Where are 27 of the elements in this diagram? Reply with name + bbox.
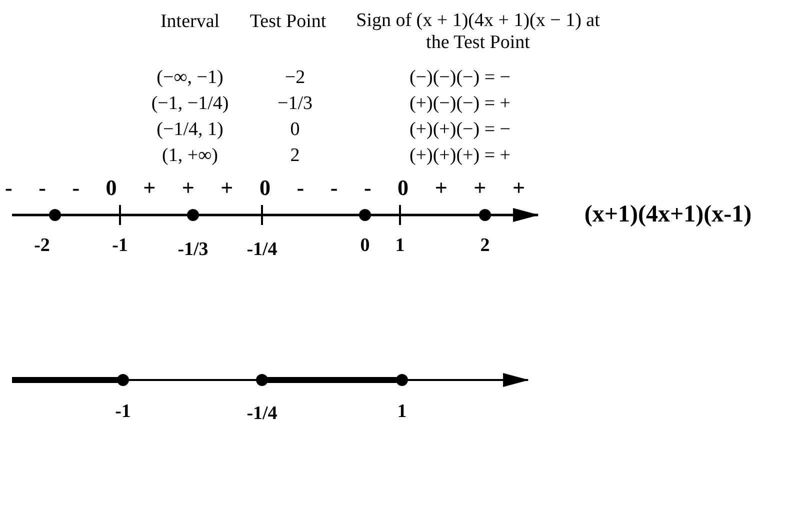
tick-label: -1/3 — [178, 239, 208, 261]
tick-label: -1 — [115, 401, 131, 423]
column-header: Sign of (x + 1)(4x + 1)(x − 1) at the Test Point — [355, 10, 601, 54]
table-cell: 0 — [290, 119, 300, 141]
table-cell: (+)(+)(+) = + — [409, 145, 511, 167]
table-cell: −1/3 — [278, 93, 312, 115]
table-cell: (1, +∞) — [162, 145, 218, 167]
table-cell: (+)(+)(−) = − — [409, 119, 511, 141]
tick-label: 2 — [480, 235, 490, 257]
tick-label: 1 — [397, 401, 407, 423]
column-header: Test Point — [250, 11, 326, 33]
table-cell: (+)(−)(−) = + — [409, 93, 511, 115]
tick-label: -1 — [112, 235, 128, 257]
table-cell: (−)(−)(−) = − — [409, 67, 511, 89]
expression-label: (x+1)(4x+1)(x-1) — [584, 202, 752, 228]
tick-label: -2 — [34, 235, 50, 257]
tick-label: -1/4 — [246, 403, 278, 425]
table-cell: 2 — [290, 145, 300, 167]
table-cell: (−∞, −1) — [156, 67, 224, 89]
sign-chart-row: - - - 0 + + + 0 - - - 0 + + + — [5, 175, 525, 201]
table-cell: (−1, −1/4) — [151, 93, 229, 115]
tick-label: 0 — [360, 235, 370, 257]
column-header: Interval — [160, 11, 220, 33]
tick-label: 1 — [395, 235, 405, 257]
table-cell: −2 — [284, 67, 306, 89]
table-cell: (−1/4, 1) — [156, 119, 224, 141]
tick-label: -1/4 — [246, 239, 278, 261]
